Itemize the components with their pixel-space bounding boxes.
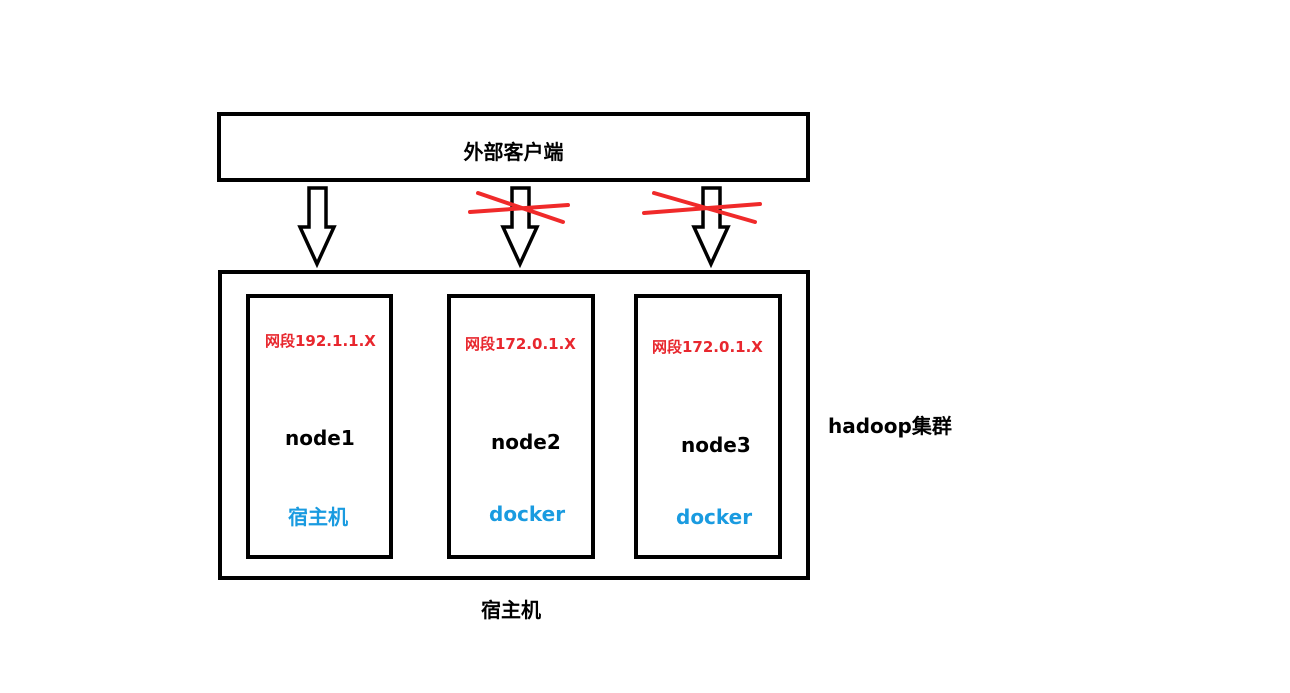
node2-name: node2 <box>491 430 561 454</box>
host-label: 宿主机 <box>481 598 541 622</box>
node3-name: node3 <box>681 433 751 457</box>
node1-type: 宿主机 <box>288 505 348 529</box>
node-box-node3: 网段172.0.1.X node3 docker <box>634 294 782 559</box>
node3-type: docker <box>676 505 753 529</box>
cluster-label: hadoop集群 <box>828 414 952 438</box>
arrow-to-node1 <box>297 186 337 269</box>
node1-name: node1 <box>285 426 355 450</box>
arrow-to-node3 <box>691 186 731 269</box>
node3-subnet: 网段172.0.1.X <box>652 338 763 356</box>
node-box-node2: 网段172.0.1.X node2 docker <box>447 294 595 559</box>
arrow-to-node2 <box>500 186 540 269</box>
node1-subnet: 网段192.1.1.X <box>265 332 376 350</box>
blocked-cross-node3 <box>642 191 762 224</box>
client-box: 外部客户端 <box>217 112 810 182</box>
node2-subnet: 网段172.0.1.X <box>465 335 576 353</box>
node-box-node1: 网段192.1.1.X node1 宿主机 <box>246 294 393 559</box>
blocked-cross-node2 <box>468 191 570 224</box>
node2-type: docker <box>489 502 566 526</box>
client-label: 外部客户端 <box>463 140 564 164</box>
